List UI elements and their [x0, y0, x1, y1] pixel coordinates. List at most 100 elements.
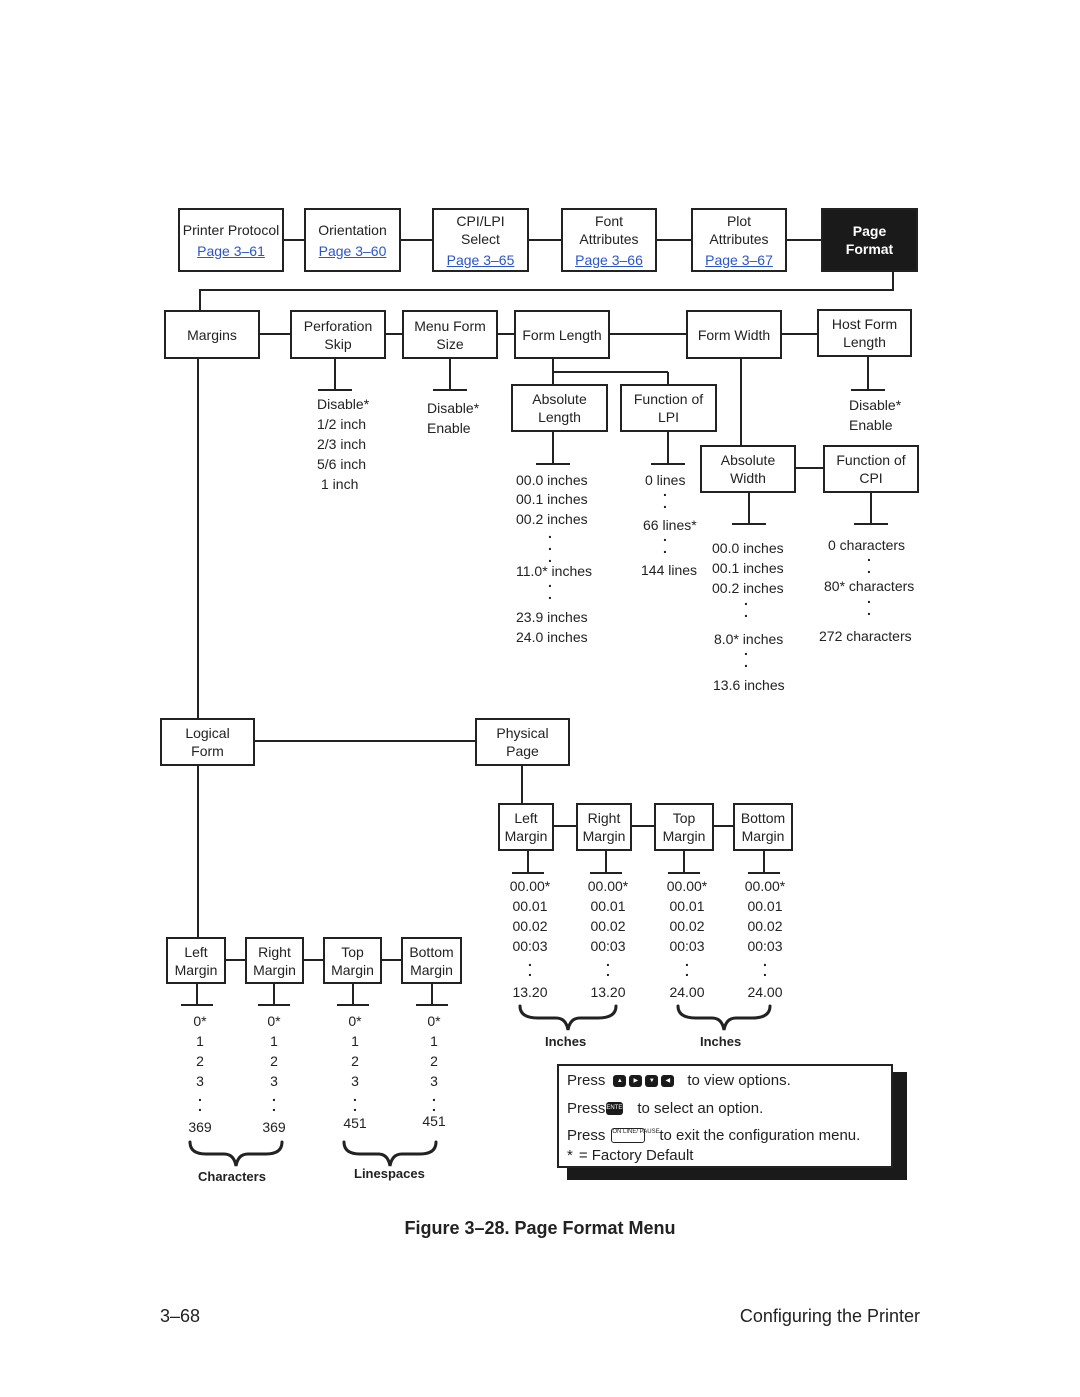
absolute-length-box[interactable]: Absolute Length: [511, 384, 608, 432]
option-item[interactable]: 0*: [348, 1013, 362, 1029]
option-item[interactable]: 1 inch: [321, 476, 359, 492]
option-item[interactable]: 144 lines: [641, 562, 698, 578]
absolute-width-box[interactable]: Absolute Width: [700, 445, 796, 493]
option-item[interactable]: 00.0 inches: [712, 540, 784, 556]
option-item[interactable]: 00.1 inches: [712, 560, 784, 576]
cpi-lpi-select-box[interactable]: CPI/LPI Select Page 3–65: [432, 208, 529, 272]
option-item[interactable]: 00.02: [512, 918, 548, 934]
option-item[interactable]: 0 characters: [828, 537, 906, 553]
logical-right-margin-box[interactable]: Right Margin: [245, 937, 304, 984]
option-item[interactable]: 1: [351, 1033, 359, 1049]
option-item[interactable]: 00.02: [669, 918, 705, 934]
physical-left-margin-box[interactable]: Left Margin: [498, 803, 554, 851]
option-item[interactable]: 2: [270, 1053, 278, 1069]
orientation-page-link[interactable]: Page 3–60: [318, 242, 387, 259]
option-item[interactable]: 13.20: [590, 984, 626, 1000]
margins-box[interactable]: Margins: [164, 310, 260, 359]
option-item[interactable]: 80* characters: [824, 578, 915, 594]
option-item[interactable]: 451: [422, 1113, 446, 1129]
option-item[interactable]: 00.01: [669, 898, 705, 914]
option-item[interactable]: 5/6 inch: [317, 456, 367, 472]
option-item[interactable]: 272 characters: [819, 628, 912, 644]
option-item[interactable]: 24.0 inches: [516, 629, 588, 645]
option-item[interactable]: 451: [343, 1115, 367, 1131]
physical-page-box[interactable]: Physical Page: [475, 718, 570, 766]
option-item[interactable]: 2: [351, 1053, 359, 1069]
option-item[interactable]: 00.00*: [509, 878, 551, 894]
option-item[interactable]: 00.01: [747, 898, 783, 914]
option-item[interactable]: 3: [270, 1073, 278, 1089]
option-item[interactable]: Disable*: [427, 400, 480, 416]
font-attributes-page-link[interactable]: Page 3–66: [575, 251, 643, 268]
option-item[interactable]: 11.0* inches: [516, 563, 593, 579]
option-item[interactable]: 00.00*: [666, 878, 708, 894]
orientation-box[interactable]: Orientation Page 3–60: [304, 208, 401, 272]
option-item[interactable]: 00:03: [669, 938, 705, 954]
option-item[interactable]: 0*: [427, 1013, 441, 1029]
option-item[interactable]: 369: [262, 1119, 286, 1135]
option-item[interactable]: Disable*: [849, 397, 902, 413]
option-item[interactable]: 00.0 inches: [516, 472, 588, 488]
perforation-skip-box[interactable]: Perforation Skip: [290, 310, 386, 359]
logical-left-margin-box[interactable]: Left Margin: [166, 937, 226, 984]
font-attributes-box[interactable]: Font Attributes Page 3–66: [561, 208, 657, 272]
option-item[interactable]: 00.2 inches: [516, 511, 588, 527]
option-item[interactable]: 1/2 inch: [317, 416, 367, 432]
option-item[interactable]: 2: [196, 1053, 204, 1069]
physical-bottom-margin-box[interactable]: Bottom Margin: [733, 803, 793, 851]
absolute-length-label: Absolute Length: [532, 391, 587, 425]
legend-factory-row: * = Factory Default: [567, 1147, 693, 1164]
option-item[interactable]: 0 lines: [645, 472, 686, 488]
option-item[interactable]: 369: [188, 1119, 212, 1135]
option-item[interactable]: 2/3 inch: [317, 436, 367, 452]
host-form-length-box[interactable]: Host Form Length: [817, 309, 912, 357]
physical-right-margin-box[interactable]: Right Margin: [576, 803, 632, 851]
option-item[interactable]: 00.01: [590, 898, 626, 914]
option-item[interactable]: 00.1 inches: [516, 491, 588, 507]
option-item[interactable]: 1: [430, 1033, 438, 1049]
cpi-lpi-select-page-link[interactable]: Page 3–65: [446, 251, 515, 268]
option-item[interactable]: 00:03: [512, 938, 548, 954]
option-item[interactable]: 00.2 inches: [712, 580, 784, 596]
printer-protocol-page-link[interactable]: Page 3–61: [197, 242, 265, 259]
option-item[interactable]: Enable: [849, 417, 893, 433]
physical-top-margin-box[interactable]: Top Margin: [654, 803, 714, 851]
page-format-box[interactable]: Page Format: [821, 208, 918, 272]
option-item[interactable]: Enable: [427, 420, 471, 436]
plot-attributes-page-link[interactable]: Page 3–67: [705, 251, 773, 268]
option-item[interactable]: 00.02: [747, 918, 783, 934]
option-item[interactable]: 00.02: [590, 918, 626, 934]
option-item[interactable]: 3: [430, 1073, 438, 1089]
logical-top-margin-box[interactable]: Top Margin: [323, 937, 382, 984]
option-item[interactable]: 8.0* inches: [714, 631, 784, 647]
option-item[interactable]: 24.00: [747, 984, 783, 1000]
option-item[interactable]: 00.00*: [587, 878, 629, 894]
option-item[interactable]: 0*: [193, 1013, 207, 1029]
option-item[interactable]: 24.00: [669, 984, 705, 1000]
function-of-cpi-box[interactable]: Function of CPI: [823, 445, 919, 493]
option-item[interactable]: 66 lines*: [643, 517, 697, 533]
printer-protocol-box[interactable]: Printer Protocol Page 3–61: [178, 208, 284, 272]
option-item[interactable]: 00.00*: [744, 878, 786, 894]
form-width-box[interactable]: Form Width: [686, 310, 782, 359]
menu-form-size-box[interactable]: Menu Form Size: [402, 310, 498, 359]
option-item[interactable]: Disable*: [317, 396, 370, 412]
function-of-lpi-box[interactable]: Function of LPI: [620, 384, 717, 432]
option-item[interactable]: 13.20: [512, 984, 548, 1000]
option-item[interactable]: 23.9 inches: [516, 609, 588, 625]
plot-attributes-box[interactable]: Plot Attributes Page 3–67: [691, 208, 787, 272]
option-item[interactable]: 3: [351, 1073, 359, 1089]
logical-form-box[interactable]: Logical Form: [160, 718, 255, 766]
option-item[interactable]: 0*: [267, 1013, 281, 1029]
option-item[interactable]: 00:03: [590, 938, 626, 954]
form-length-box[interactable]: Form Length: [514, 310, 610, 359]
option-item[interactable]: 00.01: [512, 898, 548, 914]
option-item[interactable]: 2: [430, 1053, 438, 1069]
option-item[interactable]: 1: [270, 1033, 278, 1049]
logical-bottom-margin-box[interactable]: Bottom Margin: [401, 937, 462, 984]
option-item[interactable]: 1: [196, 1033, 204, 1049]
option-item[interactable]: 00:03: [747, 938, 783, 954]
option-item[interactable]: 3: [196, 1073, 204, 1089]
option-item[interactable]: 13.6 inches: [713, 677, 785, 693]
ellipsis-dots: ..: [663, 528, 667, 556]
